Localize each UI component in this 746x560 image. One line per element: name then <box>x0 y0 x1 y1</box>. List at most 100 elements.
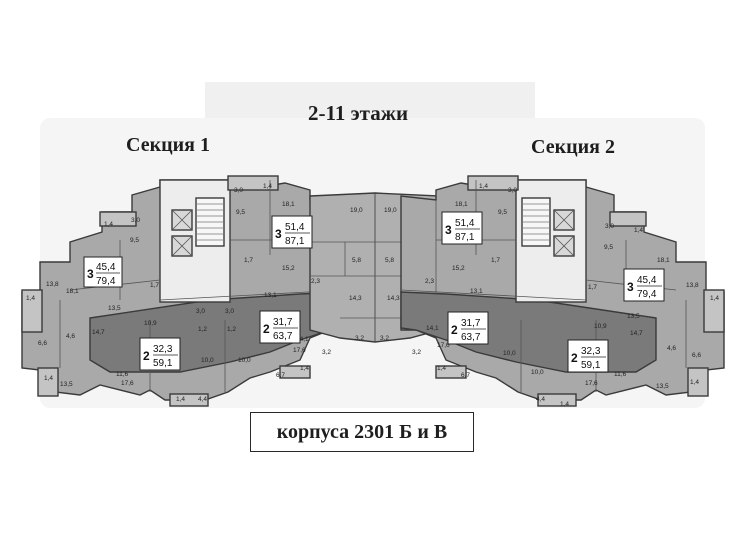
room-area: 1,4 <box>437 365 446 372</box>
room-area: 9,5 <box>236 209 245 216</box>
elevator-cross <box>553 209 575 231</box>
apartment-living-area: 51,4 <box>285 222 305 233</box>
room-area: 6,6 <box>692 352 701 359</box>
room-area: 1,7 <box>588 284 597 291</box>
section-2-balcony <box>687 367 709 397</box>
room-area: 3,2 <box>380 335 389 342</box>
room-area: 1,4 <box>300 365 309 372</box>
apartment-living-area: 51,4 <box>455 218 475 229</box>
section-2-balcony <box>609 211 647 227</box>
room-area: 4,4 <box>536 396 545 403</box>
room-area: 17,6 <box>121 380 134 387</box>
room-area: 10,9 <box>594 323 607 330</box>
room-area: 3,2 <box>322 349 331 356</box>
apartment-living-area: 31,7 <box>461 318 481 329</box>
section-1-balcony <box>21 289 43 333</box>
room-area: 1,7 <box>150 282 159 289</box>
elevator-cross <box>171 209 193 231</box>
room-area: 2,3 <box>311 278 320 285</box>
room-area: 14,3 <box>349 295 362 302</box>
building-caption: корпуса 2301 Б и В <box>250 412 474 452</box>
apartment-total-area: 63,7 <box>273 331 293 342</box>
apartment-box: 2 32,3 59,1 <box>567 339 609 373</box>
room-area: 1,4 <box>176 396 185 403</box>
apartment-total-area: 87,1 <box>455 232 475 243</box>
room-area: 3,0 <box>508 187 517 194</box>
room-area: 10,0 <box>503 350 516 357</box>
room-area: 15,2 <box>282 265 295 272</box>
room-area: 1,4 <box>690 379 699 386</box>
section-1-balcony <box>99 211 137 227</box>
apartment-rooms: 2 <box>263 322 270 336</box>
apartment-rooms: 3 <box>627 280 634 294</box>
room-area: 13,1 <box>264 292 277 299</box>
room-area: 1,4 <box>26 295 35 302</box>
room-area: 14,7 <box>630 330 643 337</box>
room-area: 1,4 <box>710 295 719 302</box>
room-area-labels: 3,0 1,4 18,1 9,5 19,0 19,0 1,4 3,0 18,1 … <box>26 183 719 408</box>
room-area: 11,6 <box>614 371 627 378</box>
room-area: 5,8 <box>385 257 394 264</box>
section-2-title: Секция 2 <box>531 136 615 158</box>
apartment-box: 2 31,7 63,7 <box>447 311 489 345</box>
room-area: 13,5 <box>60 381 73 388</box>
room-area: 3,2 <box>412 349 421 356</box>
room-area: 11,6 <box>116 371 129 378</box>
room-area: 5,8 <box>352 257 361 264</box>
background-shade <box>205 82 535 120</box>
section-2-balcony <box>467 175 519 191</box>
section-1-balcony <box>37 367 59 397</box>
section-1-title: Секция 1 <box>126 134 210 156</box>
section-2-balcony <box>537 393 577 407</box>
section-1-balcony <box>279 365 311 379</box>
apartment-box: 3 51,4 87,1 <box>271 215 313 249</box>
section-2-balcony <box>435 365 467 379</box>
room-area: 13,8 <box>686 282 699 289</box>
apartment-living-area: 32,3 <box>153 344 173 355</box>
room-area: 14,7 <box>92 329 105 336</box>
room-area: 13,5 <box>108 305 121 312</box>
room-area: 1,2 <box>198 326 207 333</box>
apartment-rooms: 3 <box>275 227 282 241</box>
room-area: 4,6 <box>667 345 676 352</box>
room-area: 19,0 <box>350 207 363 214</box>
room-area: 3,0 <box>605 223 614 230</box>
room-area: 4,6 <box>66 333 75 340</box>
room-area: 1,4 <box>479 183 488 190</box>
room-area: 3,0 <box>234 187 243 194</box>
room-area: 18,1 <box>282 201 295 208</box>
apartment-box: 3 51,4 87,1 <box>441 211 483 245</box>
room-area: 9,5 <box>498 209 507 216</box>
elevator-cross <box>553 235 575 257</box>
section-1-balcony <box>169 393 209 407</box>
apartment-living-area: 45,4 <box>96 262 116 273</box>
room-area: 1,7 <box>244 257 253 264</box>
room-area: 13,1 <box>470 288 483 295</box>
room-area: 14,3 <box>387 295 400 302</box>
apartment-rooms: 2 <box>571 351 578 365</box>
room-area: 3,0 <box>131 217 140 224</box>
apartment-living-area: 31,7 <box>273 317 293 328</box>
room-area: 1,2 <box>227 326 236 333</box>
apartment-box: 3 45,4 79,4 <box>83 256 123 288</box>
floors-title: 2-11 этажи <box>308 101 409 125</box>
room-area: 17,6 <box>437 342 450 349</box>
room-area: 14,1 <box>296 336 309 343</box>
room-area: 13,8 <box>46 281 59 288</box>
room-area: 9,5 <box>604 244 613 251</box>
room-area: 18,1 <box>657 257 670 264</box>
room-area: 10,9 <box>144 320 157 327</box>
section-1-balcony <box>227 175 279 191</box>
room-area: 3,2 <box>355 335 364 342</box>
room-area: 17,6 <box>585 380 598 387</box>
apartment-total-area: 59,1 <box>581 360 601 371</box>
elevator-cross <box>171 235 193 257</box>
section-2-balcony <box>703 289 725 333</box>
apartment-rooms: 2 <box>143 349 150 363</box>
apartment-total-area: 87,1 <box>285 236 305 247</box>
room-area: 13,5 <box>656 383 669 390</box>
room-area: 1,4 <box>634 227 643 234</box>
room-area: 4,4 <box>198 396 207 403</box>
room-area: 9,5 <box>130 237 139 244</box>
